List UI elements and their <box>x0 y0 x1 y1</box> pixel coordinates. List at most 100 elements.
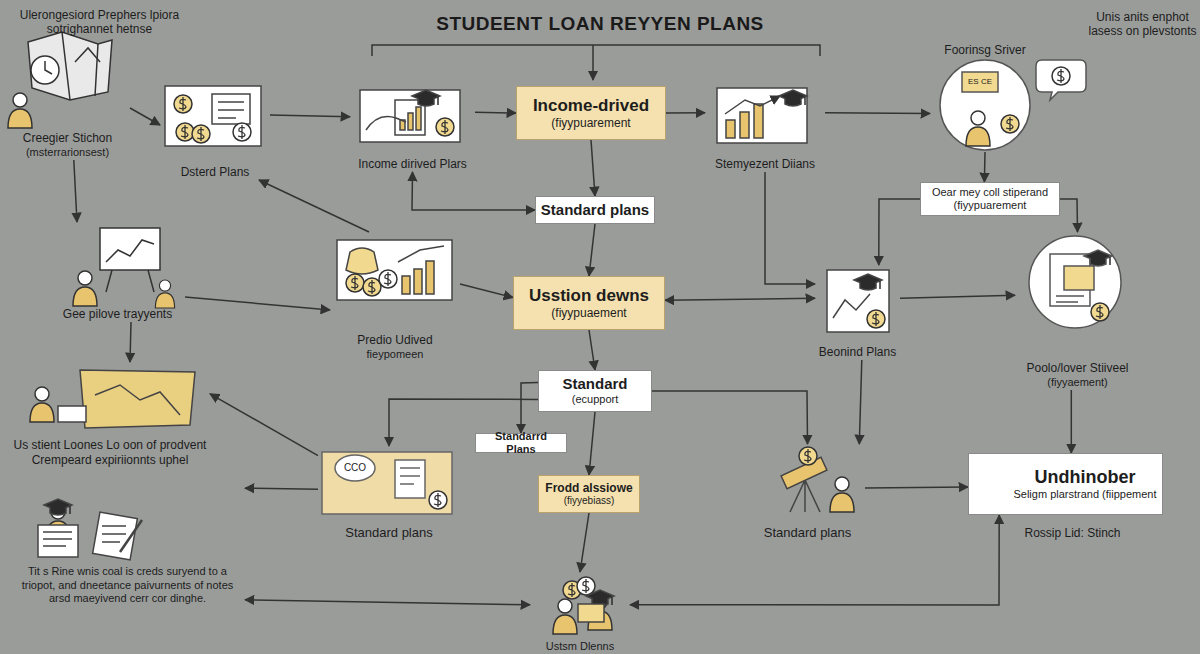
advisor-illustration <box>966 111 990 146</box>
illustration-node: Foorinsg Sriver <box>930 42 1040 152</box>
plan-illustration <box>827 270 889 332</box>
node-text: (fiyyaement) <box>1047 376 1108 389</box>
illustration-node: Dsterd Plans <box>160 80 270 180</box>
illustration-node: Tit s Rine wnis coal is creds suryend to… <box>10 482 245 606</box>
connector-arrow <box>460 284 513 298</box>
connector-arrow <box>865 487 968 488</box>
student-illustration <box>30 370 195 428</box>
connector-arrow <box>630 515 999 605</box>
diagram-title: STUDEENT LOAN REYYEN PLANS <box>380 13 820 35</box>
node-text: Creegier Stichon <box>23 131 112 145</box>
chart-illustration <box>717 88 807 143</box>
title-bracket <box>592 45 594 80</box>
connector-arrow <box>589 412 595 475</box>
income-illustration <box>416 107 421 130</box>
process-box: Standard(ecupport <box>538 370 652 412</box>
note-label: CCO <box>338 462 372 474</box>
connector-arrow <box>589 330 595 370</box>
note-label: Rossip Lid: Stinch <box>1010 526 1135 540</box>
node-text: Oear mey coll stiperand <box>932 186 1048 199</box>
presenter-illustration <box>155 280 174 308</box>
savings-illustration <box>346 274 364 292</box>
student-illustration <box>30 387 54 422</box>
savings-illustration <box>426 261 434 294</box>
node-text: Standarrd Plans <box>479 430 563 456</box>
connector-arrow <box>259 180 369 232</box>
chart-illustration <box>726 120 735 138</box>
connector-arrow <box>859 360 862 444</box>
process-box: Usstion dewns(fiyypuaement <box>513 276 665 330</box>
map-illustration <box>62 32 98 100</box>
connector-arrow <box>475 111 516 113</box>
paperwork-illustration <box>429 491 447 509</box>
plan-illustration <box>854 274 882 290</box>
node-text: Beonind Plans <box>819 345 896 359</box>
node-text: (msterrarionsest) <box>26 146 109 159</box>
plan-illustration <box>827 270 889 332</box>
people-illustration <box>577 577 595 595</box>
savings-illustration <box>337 240 452 300</box>
income-illustration <box>412 90 440 106</box>
connector-arrow <box>879 199 920 265</box>
connector-arrow <box>589 224 595 276</box>
connector-arrow <box>130 108 160 125</box>
node-text: Dsterd Plans <box>181 165 250 179</box>
node-text: Ustsm Dlenns <box>546 640 614 653</box>
connector-arrow <box>185 297 330 310</box>
map-illustration <box>28 32 112 100</box>
income-illustration <box>408 113 413 130</box>
reader-illustration <box>44 499 72 515</box>
illustration-node: Stemyezent Diians <box>705 78 825 172</box>
node-text: Undhinober <box>1035 467 1136 489</box>
connector-arrow <box>245 488 318 489</box>
node-text: (ecupport <box>572 393 618 406</box>
connector-arrow <box>130 322 131 362</box>
paperwork-illustration <box>395 460 425 498</box>
title-bracket <box>372 45 820 56</box>
node-text: (fiyypuarement <box>954 199 1027 212</box>
coin-illustration <box>192 125 210 143</box>
presenter-illustration <box>100 228 160 270</box>
map-illustration <box>75 48 100 62</box>
telescope-illustration <box>830 477 854 512</box>
node-text: Us stient Loones Lo oon of prodvent Crem… <box>13 438 207 467</box>
node-text: (fiyypuaement <box>551 306 626 320</box>
chart-illustration <box>725 96 780 114</box>
reader-illustration <box>38 525 78 557</box>
illustration-node: Gee pilove trayyents <box>50 222 185 322</box>
connector-arrow <box>666 112 705 114</box>
connector-arrow <box>1071 390 1073 453</box>
document-illustration <box>1091 303 1109 321</box>
telescope-illustration <box>799 447 817 465</box>
document-illustration <box>1029 236 1121 328</box>
node-text: Poolo/lover Stiiveel <box>1026 361 1128 375</box>
connector-arrow <box>1060 199 1078 232</box>
illustration-node: Predio Udivedfieypomeen <box>330 232 460 362</box>
illustration-node: Beonind Plans <box>815 265 900 360</box>
coin-illustration <box>174 95 192 113</box>
title-bracket <box>372 45 820 80</box>
illustration-node: Standard plans <box>750 444 865 542</box>
node-text: (fiyyebiass) <box>564 495 615 507</box>
connector-arrow <box>900 295 1015 298</box>
chart-illustration <box>717 88 807 143</box>
node-text: Gee pilove trayyents <box>63 307 172 321</box>
node-text: Standard <box>562 375 627 393</box>
map-illustration <box>45 61 52 74</box>
node-text: Seligm plarstrand (fiippement <box>1013 488 1156 501</box>
savings-illustration <box>414 269 422 294</box>
connector-arrow <box>984 152 986 182</box>
node-text: Standard plans <box>541 201 649 219</box>
advisor-illustration <box>1036 60 1086 100</box>
process-box: Standard plans <box>535 196 655 224</box>
node-text: Predio Udived <box>357 333 432 347</box>
reader-illustration <box>120 520 142 552</box>
illustration-node: Us stient Loones Lo oon of prodvent Crem… <box>10 362 210 468</box>
node-text: Frodd alssiowe <box>545 481 632 495</box>
chart-illustration <box>740 112 749 138</box>
telescope-illustration <box>781 447 854 512</box>
connector-arrow <box>210 394 318 456</box>
note-label: Unis anits enphot lasess on plevstonts <box>1085 10 1200 39</box>
plan-illustration <box>867 310 885 328</box>
